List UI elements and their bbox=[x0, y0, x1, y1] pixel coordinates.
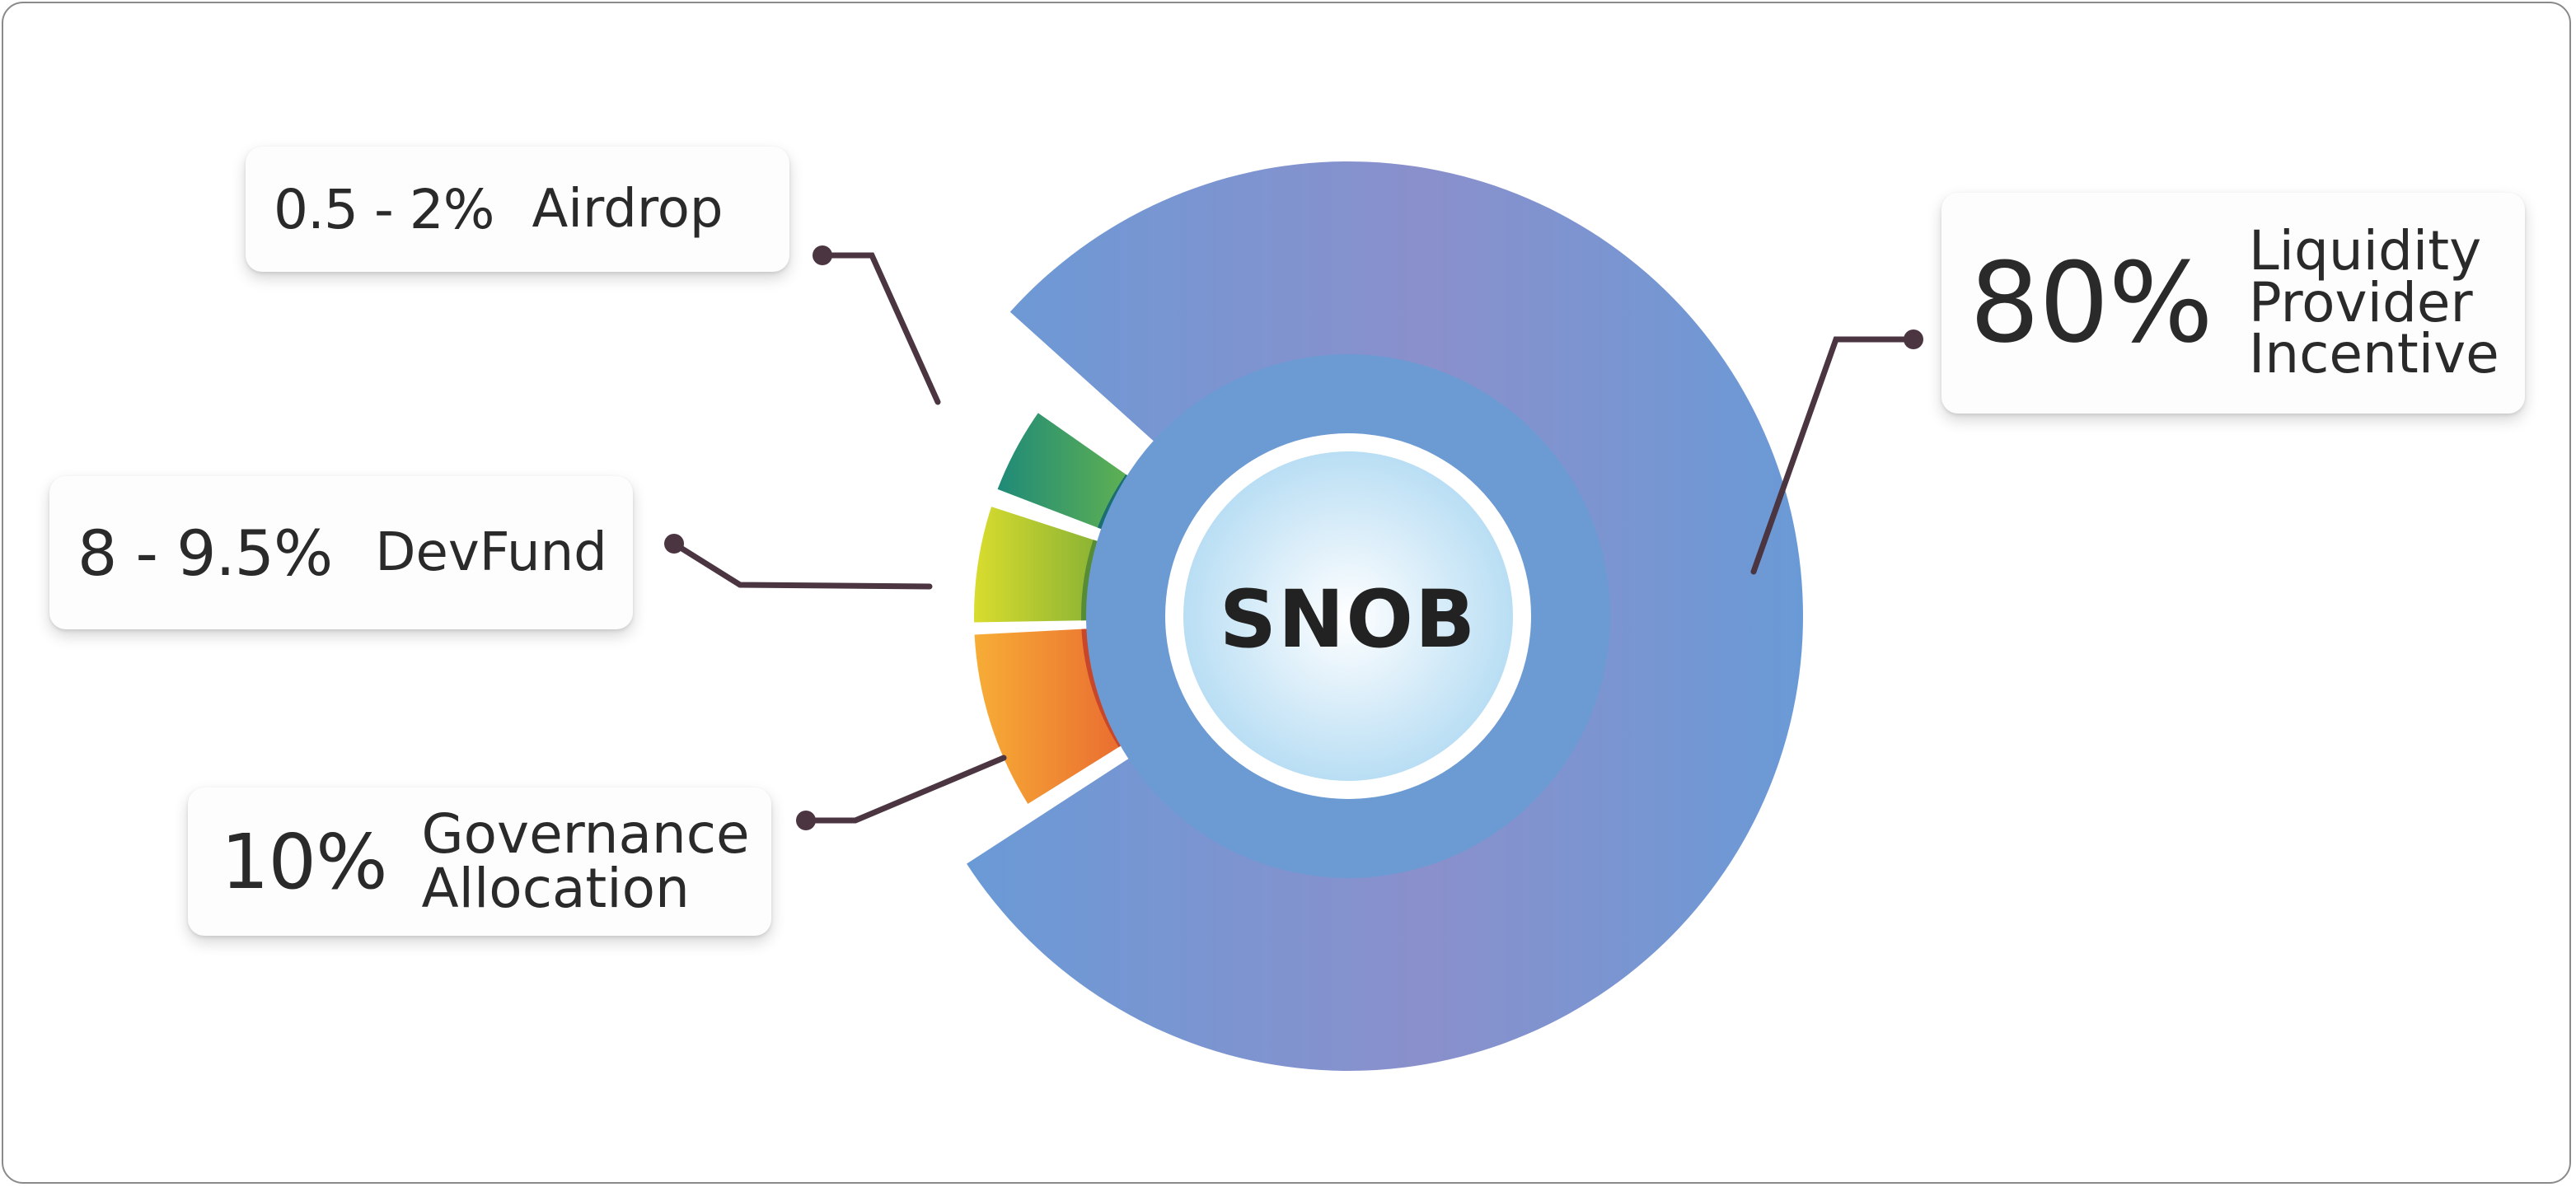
airdrop-label: Airdrop bbox=[532, 179, 724, 240]
leader-dot-devfund bbox=[664, 534, 684, 554]
devfund-label: DevFund bbox=[375, 522, 607, 583]
leader-line-lp bbox=[1750, 336, 1917, 575]
governance-label: Governance Allocation bbox=[421, 807, 749, 916]
governance-percent: 10% bbox=[221, 817, 387, 906]
lp-label-line-2: Provider bbox=[2248, 270, 2473, 334]
leader-dots bbox=[664, 245, 1923, 830]
label-card-governance: 10% Governance Allocation bbox=[188, 787, 771, 936]
slice-liquidity-provider bbox=[967, 161, 1803, 1071]
governance-label-line-2: Allocation bbox=[421, 857, 690, 920]
leader-dot-lp bbox=[1904, 329, 1923, 349]
leader-lines bbox=[671, 252, 1917, 824]
center-disc bbox=[1183, 451, 1513, 781]
leader-dot-governance bbox=[796, 811, 816, 830]
devfund-percent: 8 - 9.5% bbox=[77, 516, 333, 590]
leader-dot-airdrop bbox=[813, 245, 832, 265]
lp-label-line-3: Incentive bbox=[2248, 322, 2499, 386]
label-card-devfund: 8 - 9.5% DevFund bbox=[49, 476, 633, 629]
governance-label-line-1: Governance bbox=[421, 802, 750, 866]
lp-label-line-1: Liquidity bbox=[2248, 218, 2482, 283]
lp-percent: 80% bbox=[1969, 239, 2213, 367]
label-card-airdrop: 0.5 - 2% Airdrop bbox=[246, 147, 789, 272]
lp-label: Liquidity Provider Incentive bbox=[2248, 218, 2499, 386]
airdrop-percent: 0.5 - 2% bbox=[274, 177, 494, 241]
leader-line-airdrop bbox=[819, 252, 941, 405]
leader-line-governance bbox=[803, 755, 1007, 824]
leader-line-devfund bbox=[671, 540, 933, 590]
center-label: SNOB bbox=[1219, 573, 1478, 666]
label-card-liquidity-provider: 80% Liquidity Provider Incentive bbox=[1941, 193, 2525, 414]
